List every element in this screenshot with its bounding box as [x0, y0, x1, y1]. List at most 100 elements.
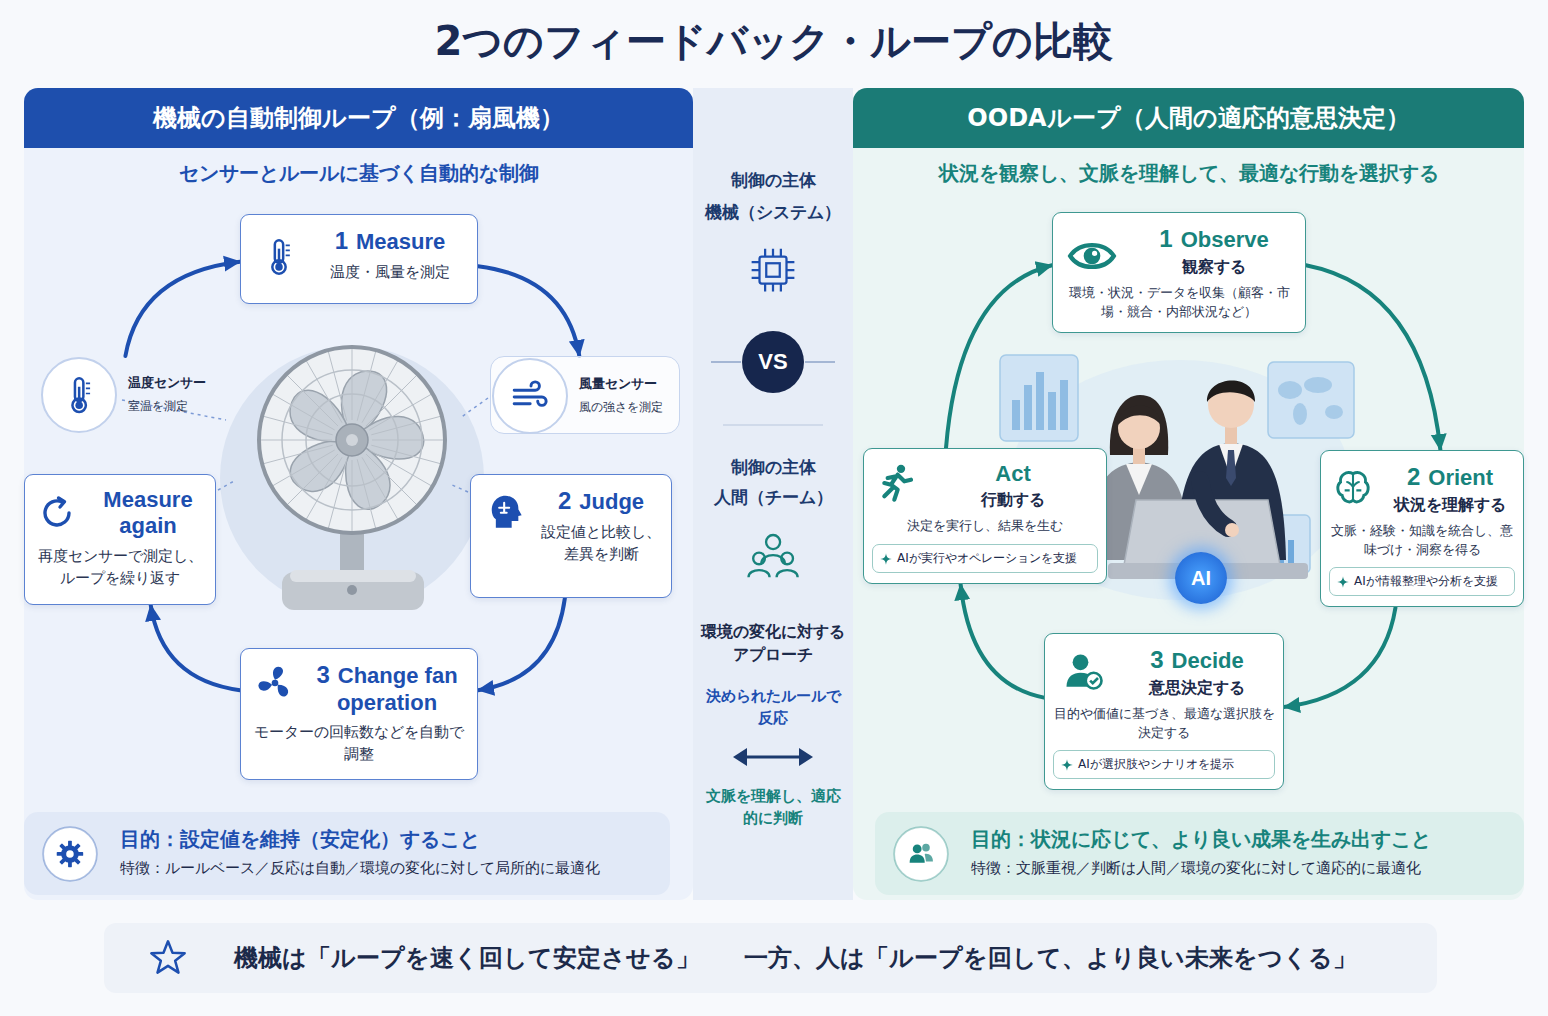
- step-body: 目的や価値に基づき、最適な選択肢を決定する: [1053, 705, 1275, 743]
- head-icon: [485, 491, 525, 531]
- shape-path: [45, 501, 69, 525]
- step-title: Judge: [579, 489, 644, 514]
- shape-path: [273, 667, 283, 680]
- comparison-column: 制御の主体機械（システム）制御の主体人間（チーム）環境の変化に対するアプローチ決…: [693, 88, 853, 900]
- summary-banner: 機械は「ループを速く回して安定させる」一方、人は「ループを回して、より良い未来を…: [104, 923, 1437, 993]
- step-body: 環境・状況・データを収集（顧客・市場・競合・内部状況など）: [1061, 284, 1297, 322]
- shape-line: [723, 424, 823, 426]
- shape-g: [749, 535, 798, 577]
- shape-g: [57, 841, 83, 867]
- shape-circle: [1086, 673, 1102, 689]
- shape-circle: [1225, 523, 1239, 537]
- shape-line: [272, 450, 334, 486]
- shape-g: [749, 535, 798, 577]
- step-title: Measure again: [103, 487, 192, 538]
- flow-arrow: [946, 265, 1052, 448]
- step-title: Orient: [1428, 465, 1493, 490]
- shape-line: [371, 445, 441, 464]
- heading-row: 1Observe: [1131, 225, 1297, 254]
- run-icon: [876, 463, 916, 503]
- step-box: 3Change fan operationモーターの回転数などを自動で調整: [240, 648, 478, 780]
- thermo-icon: [259, 237, 299, 277]
- sparkle-icon: [1060, 758, 1074, 772]
- purpose-box: 目的：設定値を維持（安定化）すること特徴：ルールベース／反応は自動／環境の変化に…: [24, 812, 670, 895]
- shape-circle: [336, 424, 368, 456]
- shape-g: [72, 378, 90, 412]
- shape-ellipse: [1293, 403, 1307, 425]
- shape-line: [805, 361, 835, 363]
- step-number: 1: [1159, 225, 1172, 252]
- diagram-title: 2つのフィードバック・ループの比較: [0, 14, 1548, 69]
- panel-header: OODAループ（人間の適応的意思決定）: [853, 88, 1524, 148]
- gear-icon: [42, 826, 98, 882]
- shape-line: [78, 387, 81, 403]
- shape-path: [1226, 450, 1236, 486]
- step-body: 再度センサーで測定し、ループを繰り返す: [33, 546, 207, 590]
- shape-rect: [1000, 355, 1078, 441]
- ai-support-text: AIが実行やオペレーションを支援: [897, 550, 1077, 567]
- shape-path: [777, 570, 798, 577]
- step-title: Decide: [1172, 648, 1244, 673]
- shape-line: [362, 457, 398, 519]
- heading-row: 3 Decide: [1119, 646, 1275, 675]
- fan-icon: [255, 663, 295, 703]
- step-subtitle: 状況を理解する: [1385, 495, 1515, 516]
- refresh-icon: [39, 495, 75, 531]
- shape-rect: [1012, 400, 1020, 430]
- shape-g: [910, 844, 933, 863]
- shape-path: [1118, 405, 1161, 425]
- shape-path: [86, 383, 90, 393]
- shape-line: [306, 360, 342, 422]
- step-title: Change fan operation: [337, 663, 458, 715]
- shape-circle: [493, 359, 567, 433]
- column-text: 制御の主体: [699, 455, 847, 480]
- shape-g: [514, 382, 546, 406]
- ai-support-text: AIが情報整理や分析を支援: [1354, 573, 1498, 590]
- sensor-desc: 室温を測定: [128, 398, 188, 415]
- sensor-name: 風量センサー: [579, 375, 657, 393]
- shape-line: [306, 457, 342, 519]
- flow-arrow: [1306, 265, 1440, 450]
- shape-g: [1278, 377, 1343, 425]
- step-number: 3: [1150, 646, 1163, 673]
- shape-path: [1200, 480, 1228, 528]
- banner-text: 一方、人は「ループを回して、より良い未来をつくる」: [744, 942, 1357, 974]
- shape-ellipse: [1304, 377, 1332, 393]
- shape-path: [733, 748, 747, 766]
- sensor-node: 温度センサー室温を測定: [40, 356, 218, 434]
- ai-pill: AIが選択肢やシナリオを提示: [1053, 750, 1275, 779]
- shape-circle: [766, 535, 780, 549]
- shape-path: [499, 503, 509, 513]
- step-subtitle: 観察する: [1131, 257, 1297, 278]
- ai-support-text: AIが選択肢やシナリオを提示: [1078, 756, 1234, 773]
- purpose-box: 目的：状況に応じて、より良い成果を生み出すこと特徴：文脈重視／判断は人間／環境の…: [875, 812, 1524, 895]
- heading-row: 2Judge: [539, 487, 663, 516]
- shape-rect: [760, 257, 787, 284]
- eye-icon: [1067, 231, 1117, 281]
- shape-g: [1012, 372, 1068, 430]
- shape-g: [57, 841, 83, 867]
- shape-line: [357, 459, 376, 529]
- pcheck-icon: [1063, 650, 1105, 692]
- shape-circle: [43, 827, 97, 881]
- shape-rect: [1060, 380, 1068, 430]
- shape-circle: [66, 850, 74, 858]
- sensor-name: 温度センサー: [128, 374, 206, 392]
- shape-rect: [1048, 392, 1056, 430]
- shape-path: [218, 480, 236, 490]
- shape-path: [1061, 759, 1073, 771]
- shape-path: [1090, 678, 1098, 683]
- vs-text: VS: [758, 349, 787, 375]
- panel-header: 機械の自動制御ループ（例：扇風機）: [24, 88, 693, 148]
- column-text: 環境の変化に対するアプローチ: [699, 620, 847, 666]
- shape-line: [352, 348, 353, 420]
- step-box: 2Judge設定値と比較し、差異を判断: [470, 474, 672, 598]
- step-body: 決定を実行し、結果を生む: [872, 517, 1098, 536]
- shape-line: [263, 416, 333, 435]
- shape-path: [799, 748, 813, 766]
- shape-ellipse: [1278, 381, 1302, 399]
- shape-rect: [290, 570, 416, 582]
- shape-path: [460, 398, 488, 418]
- shape-line: [372, 440, 444, 441]
